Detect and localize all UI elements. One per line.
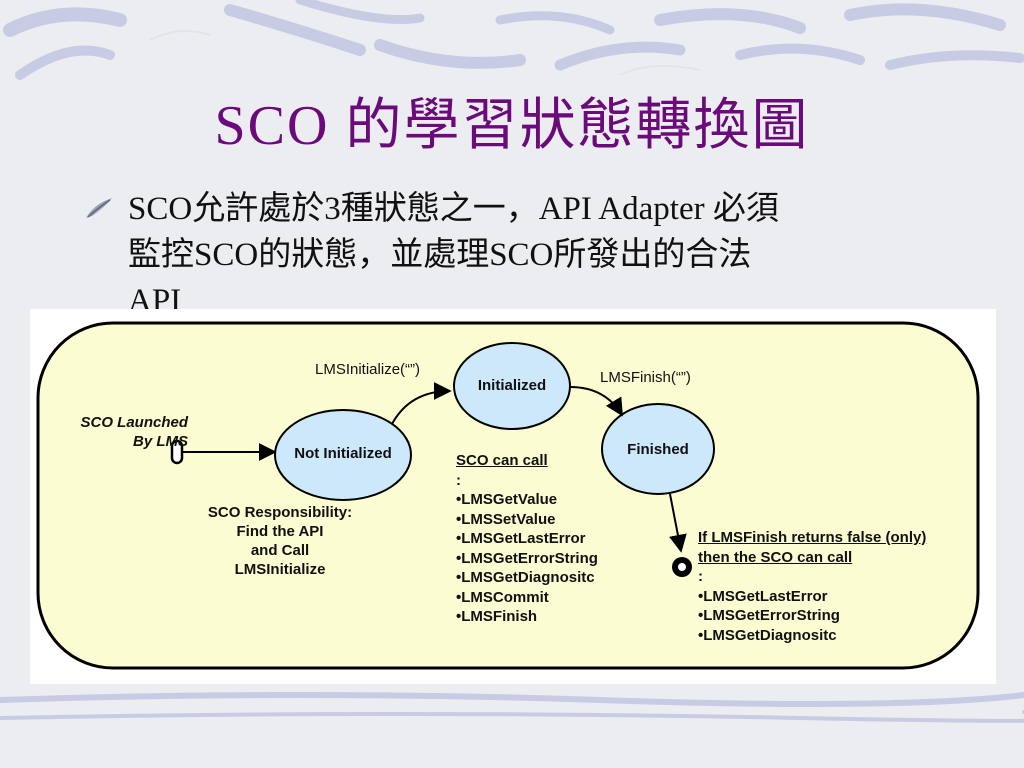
finish-false-list: If LMSFinish returns false (only) then t… (698, 529, 927, 644)
arrow-initialize (391, 382, 452, 425)
list-item: •LMSSetValue (456, 510, 556, 528)
state-label-finished: Finished (627, 441, 689, 458)
state-finished (601, 403, 715, 495)
diagram-shapes (36, 321, 980, 670)
list-item: •LMSGetErrorString (698, 607, 840, 624)
transition-label-initialize: LMSInitialize(“”) (315, 361, 421, 378)
list-item: •LMSGetLastError (456, 530, 586, 547)
arrow-finish-false (669, 493, 687, 553)
state-label-not-initialized: Not Initialized (294, 445, 392, 462)
list-item: •LMSGetDiagnositc (456, 569, 595, 586)
diagram-boundary (36, 321, 980, 670)
finish-false-line2: then the SCO can call (698, 548, 853, 566)
transition-label-finish: LMSFinish(“”) (600, 369, 691, 386)
arrow-finish (569, 386, 623, 417)
finish-false-line1: If LMSFinish returns false (only) (698, 529, 927, 546)
list-item: •LMSGetDiagnositc (698, 626, 837, 644)
list-item: •LMSFinish (456, 608, 538, 625)
state-diagram: SCO Launched By LMS Not Initialized Init… (30, 309, 996, 684)
responsibility-note: SCO Responsibility: Find the API and Cal… (207, 504, 353, 578)
can-call-heading: SCO can call (456, 452, 548, 469)
start-label: SCO Launched By LMS (80, 414, 188, 450)
bullet-line: SCO允許處於3種狀態之一，API Adapter 必須 (128, 191, 779, 227)
feather-bullet-icon (86, 198, 112, 218)
list-item: •LMSGetValue (456, 491, 558, 508)
slide-title: SCO 的學習狀態轉換圖 (214, 95, 810, 157)
state-label-initialized: Initialized (477, 377, 547, 394)
list-item: •LMSGetErrorString (456, 549, 598, 567)
list-item: •LMSGetLastError (698, 587, 828, 605)
list-item: •LMSCommit (456, 588, 549, 606)
state-not-initialized (274, 409, 412, 501)
bullet-text: SCO允許處於3種狀態之一，API Adapter 必須 監控SCO的狀態，並處… (128, 186, 928, 324)
can-call-list: SCO can call: •LMSGetValue •LMSSetValue … (456, 452, 598, 625)
bullet-line: 監控SCO的狀態，並處理SCO所發出的合法 (128, 237, 752, 273)
